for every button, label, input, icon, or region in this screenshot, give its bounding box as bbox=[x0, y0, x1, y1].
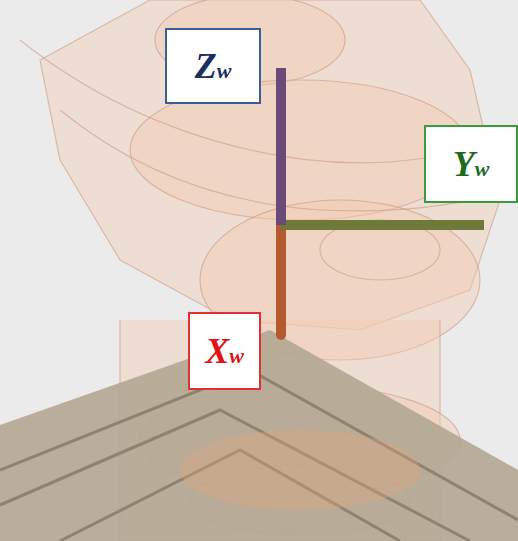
table-groove bbox=[0, 370, 518, 520]
axis-label-box: Yw bbox=[424, 125, 518, 203]
axis-label: Zw bbox=[195, 48, 232, 84]
axis-label: Yw bbox=[453, 146, 490, 182]
table-groove bbox=[0, 410, 470, 541]
axis-label: Xw bbox=[205, 333, 244, 369]
x-axis bbox=[276, 225, 286, 335]
axis-label-box: Zw bbox=[165, 28, 261, 104]
axis-label-box: Xw bbox=[188, 312, 261, 390]
z-axis bbox=[276, 68, 286, 225]
robot-base-shadow bbox=[180, 430, 420, 510]
y-axis bbox=[281, 220, 484, 230]
